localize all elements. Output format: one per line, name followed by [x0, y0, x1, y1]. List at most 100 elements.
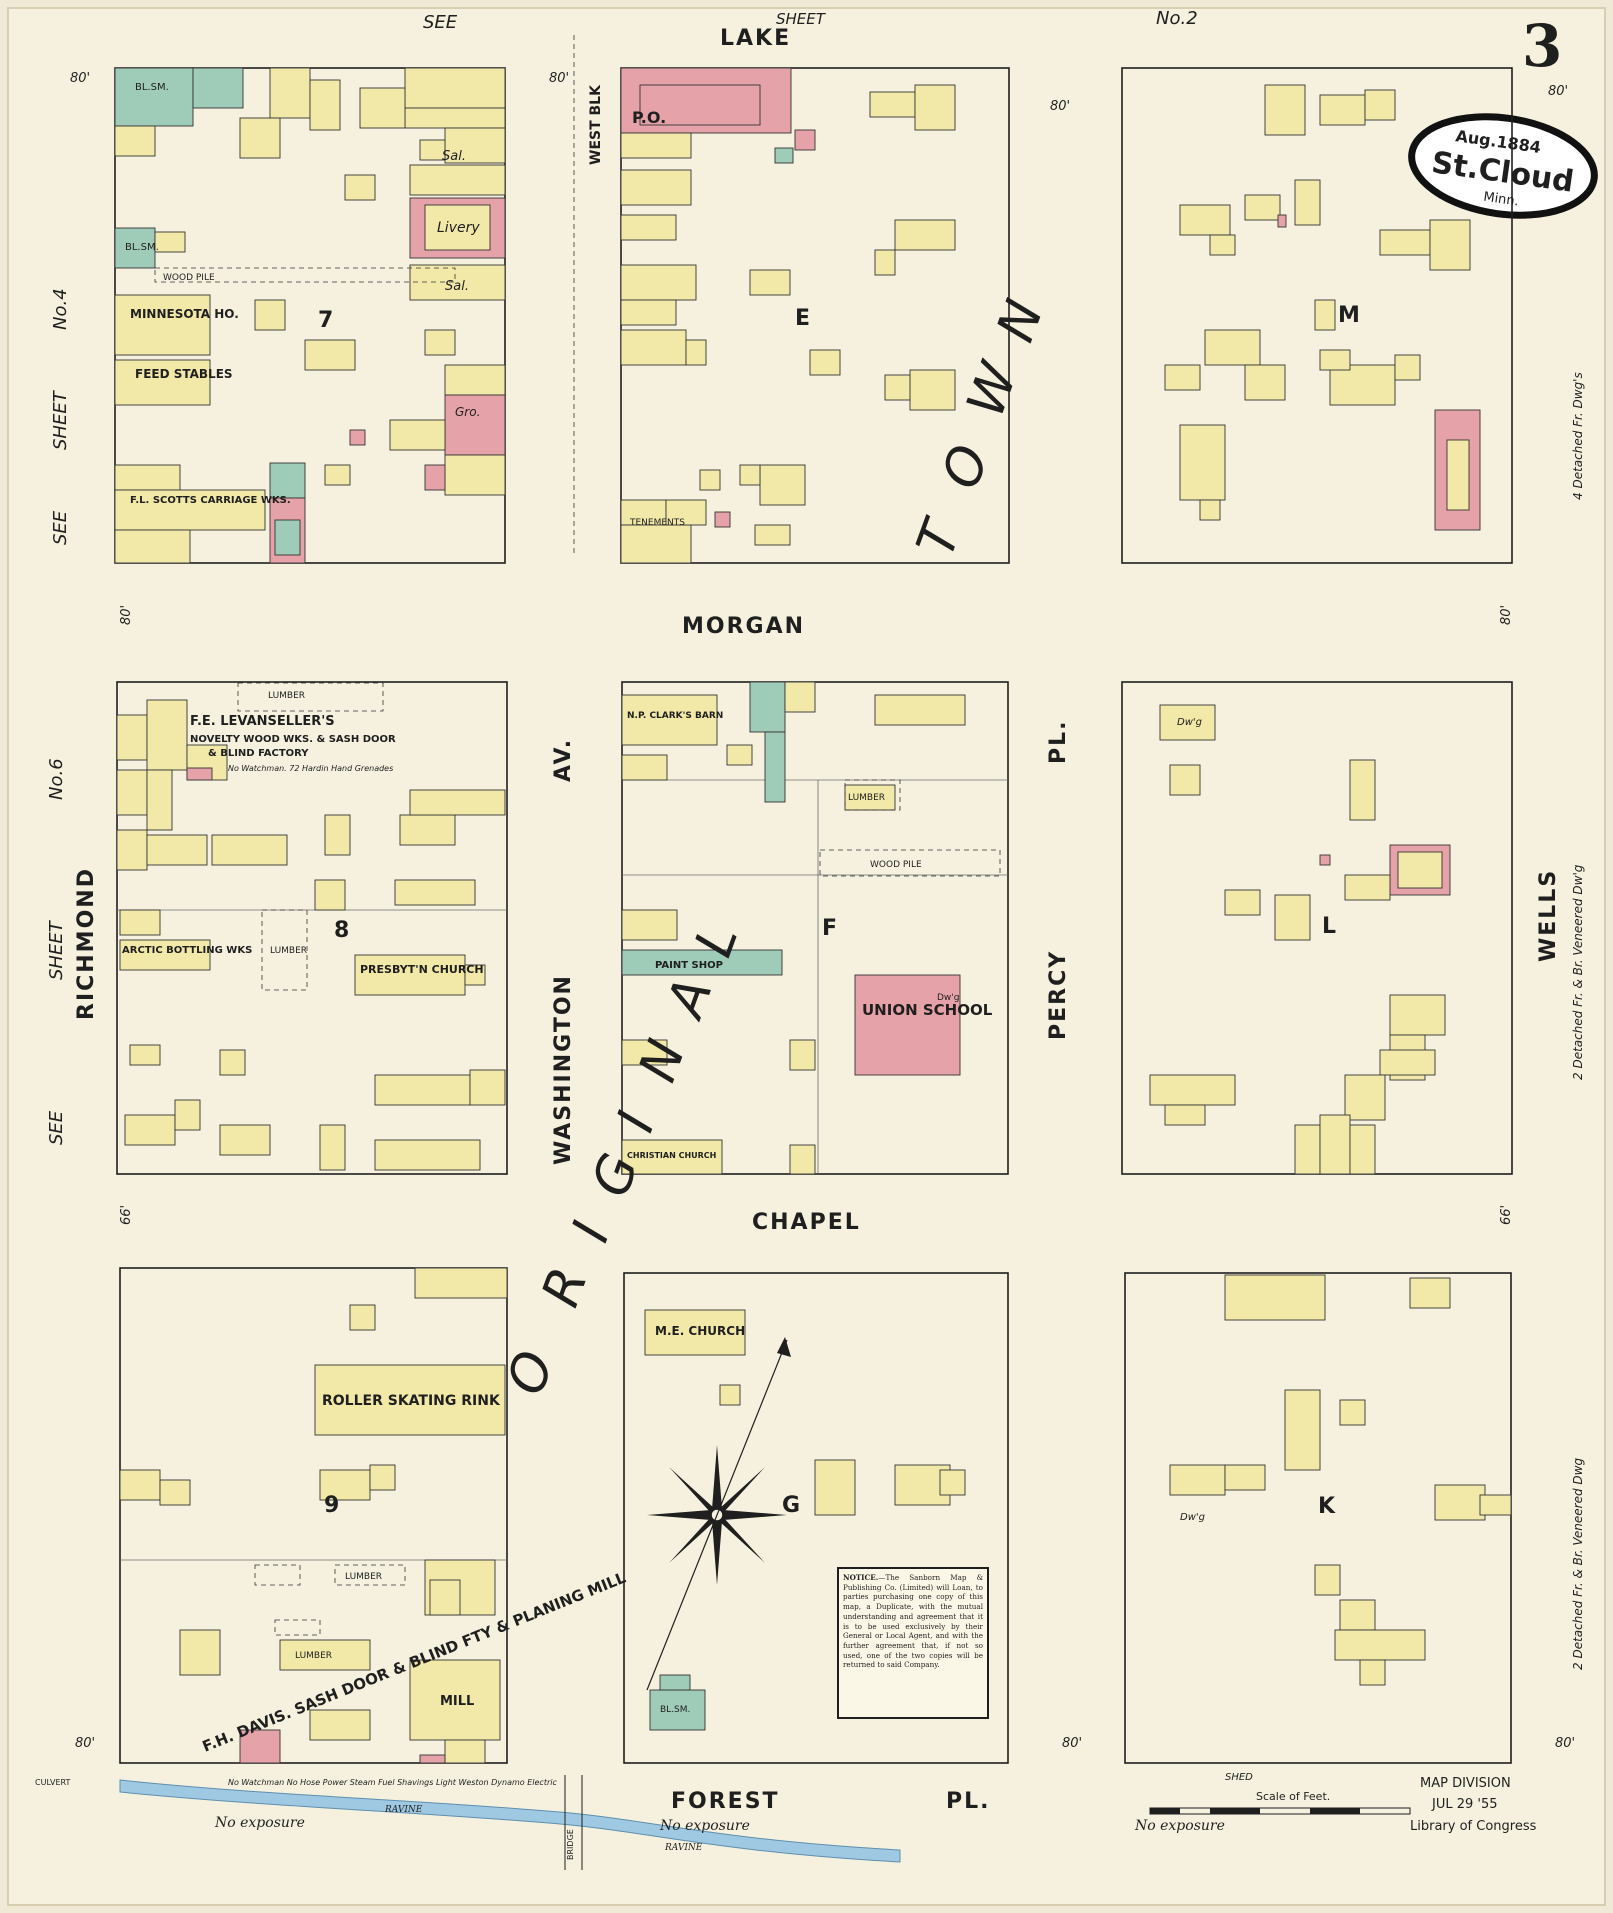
label-dwg-shed: SHED — [1225, 1772, 1253, 1783]
paint-shop — [621, 949, 783, 976]
label-post-office: P.O. — [632, 108, 666, 127]
label-levanseller-note: No Watchman. 72 Hardin Hand Grenades — [228, 764, 393, 773]
street-percy: PERCY — [1046, 950, 1071, 1040]
ravine: RAVINE RAVINE No exposure No exposure No… — [35, 1775, 1225, 1870]
stamp-line-1: MAP DIVISION — [1420, 1776, 1511, 1791]
label-lumber-f: LUMBER — [848, 793, 885, 803]
street-washington: WASHINGTON — [551, 974, 576, 1165]
label-tenements: TENEMENTS — [629, 518, 685, 528]
block-label-e: E — [795, 306, 810, 331]
label-roller-rink: ROLLER SKATING RINK — [322, 1393, 501, 1409]
label-wood-pile-7: WOOD PILE — [163, 273, 215, 283]
label-minnesota-house: MINNESOTA HO. — [130, 307, 239, 321]
block-9-outline — [119, 1267, 508, 1764]
label-no-exposure-1: No exposure — [214, 1815, 305, 1831]
label-davis-note: No Watchman No Hose Power Steam Fuel Sha… — [228, 1778, 557, 1787]
block-m-buildings — [1164, 84, 1481, 531]
date-stamp: Aug.1884 St.Cloud Minn. — [1408, 113, 1598, 219]
ref-top-see: SEE — [423, 12, 458, 33]
notice-body: —The Sanborn Map & Publishing Co. (Limit… — [843, 1573, 983, 1670]
svg-text:80': 80' — [1548, 84, 1568, 99]
ref-left-lower-no: No.6 — [46, 758, 67, 800]
grocery-meat-building — [444, 394, 506, 456]
label-livery: Livery — [437, 220, 480, 236]
ref-left-upper-see: SEE — [50, 510, 71, 545]
sheet-references: SEE SHEET No.2 SEE SHEET No.4 SEE SHEET … — [46, 8, 1198, 1145]
svg-text:80': 80' — [75, 1736, 95, 1751]
arctic-bottling-works — [119, 939, 211, 971]
block-k-buildings — [1169, 1274, 1512, 1686]
block-8-buildings — [116, 699, 506, 1171]
label-bl-smith-2: BL.SM. — [125, 242, 159, 253]
label-sal-1: Sal. — [442, 149, 466, 164]
label-paint-shop: PAINT SHOP — [655, 960, 723, 971]
margin-notes: 4 Detached Fr. Dwg's 2 Detached Fr. & Br… — [1571, 372, 1585, 1670]
street-richmond: RICHMOND — [74, 867, 99, 1020]
street-labels: LAKE MORGAN CHAPEL FOREST PL. RICHMOND W… — [74, 26, 1561, 1814]
block-8-outline — [116, 681, 508, 1175]
svg-text:80': 80' — [1062, 1736, 1082, 1751]
note-right-3: 2 Detached Fr. & Br. Veneered Dwg — [1571, 1458, 1585, 1670]
stamp-line-3: Library of Congress — [1410, 1819, 1537, 1834]
library-stamp: MAP DIVISION JUL 29 '55 Library of Congr… — [1410, 1776, 1537, 1834]
label-me-church: M.E. CHURCH — [655, 1324, 745, 1338]
note-right-2: 2 Detached Fr. & Br. Veneered Dw'g — [1571, 864, 1585, 1080]
scotts-carriage-works — [114, 489, 266, 531]
label-gro-1: Gro. — [455, 405, 480, 419]
street-morgan: MORGAN — [682, 614, 805, 639]
label-union-school: UNION SCHOOL — [862, 1001, 993, 1019]
label-no-exposure-3: No exposure — [1134, 1818, 1225, 1834]
label-lumber-8b: LUMBER — [268, 691, 305, 701]
block-labels: 7 E M 8 F L 9 G K — [318, 303, 1360, 1519]
label-dwg-k: Dw'g — [1180, 1512, 1205, 1523]
label-lumber-9: LUMBER — [295, 1651, 332, 1661]
stamp-state: Minn. — [1482, 190, 1519, 210]
block-k-outline — [1124, 1272, 1512, 1764]
block-label-l: L — [1322, 914, 1336, 939]
label-dwg-sample: Dw'g — [937, 993, 959, 1003]
label-levanseller-3: & BLIND FACTORY — [208, 748, 309, 759]
label-lumber-9b: LUMBER — [345, 1572, 382, 1582]
label-levanseller-2: NOVELTY WOOD WKS. & SASH DOOR — [190, 734, 396, 745]
dashed-structures — [154, 35, 1001, 1636]
svg-text:80': 80' — [70, 71, 90, 86]
svg-text:80': 80' — [1555, 1736, 1575, 1751]
bl-smith-building — [114, 67, 194, 127]
label-sal-2: Sal. — [445, 279, 469, 294]
block-label-g: G — [782, 1493, 800, 1518]
label-bl-smith-g: BL.SM. — [660, 1705, 690, 1715]
label-wood-pile: WOOD PILE — [870, 860, 922, 870]
street-wells: WELLS — [1536, 869, 1561, 962]
block-9-buildings — [119, 1267, 508, 1764]
notice-heading: NOTICE. — [843, 1573, 879, 1582]
block-label-8: 8 — [334, 918, 349, 943]
street-lake: LAKE — [720, 26, 791, 51]
street-chapel: CHAPEL — [752, 1210, 861, 1235]
label-mill: MILL — [440, 1694, 474, 1709]
notice-box: NOTICE.—The Sanborn Map & Publishing Co.… — [837, 1567, 989, 1719]
stamp-line-2: JUL 29 '55 — [1431, 1797, 1498, 1812]
svg-text:80': 80' — [1499, 605, 1514, 625]
label-ravine-2: RAVINE — [664, 1843, 703, 1853]
label-presbyterian: PRESBYT'N CHURCH — [360, 963, 484, 976]
ref-left-lower-see: SEE — [46, 1110, 67, 1145]
block-label-7: 7 — [318, 308, 333, 333]
christian-church — [621, 1139, 723, 1175]
label-no-exposure-2: No exposure — [659, 1818, 750, 1834]
block-label-k: K — [1318, 1494, 1336, 1519]
block-label-m: M — [1338, 303, 1360, 328]
block-e-buildings — [620, 67, 956, 564]
union-school — [854, 974, 961, 1076]
label-scotts-carriage: F.L. SCOTTS CARRIAGE WKS. — [130, 495, 291, 506]
block-label-f: F — [822, 916, 837, 941]
levanseller-factory — [146, 699, 188, 771]
label-clarks-barn: N.P. CLARK'S BARN — [627, 711, 723, 721]
ref-left-upper-no: No.4 — [50, 288, 71, 330]
label-dwg-l: Dw'g — [1177, 717, 1202, 728]
label-levanseller: F.E. LEVANSELLER'S — [190, 714, 335, 729]
svg-text:80': 80' — [1050, 99, 1070, 114]
ref-left-upper-sheet: SHEET — [50, 389, 71, 450]
me-church — [644, 1309, 746, 1356]
presbyterian-church — [354, 954, 466, 996]
